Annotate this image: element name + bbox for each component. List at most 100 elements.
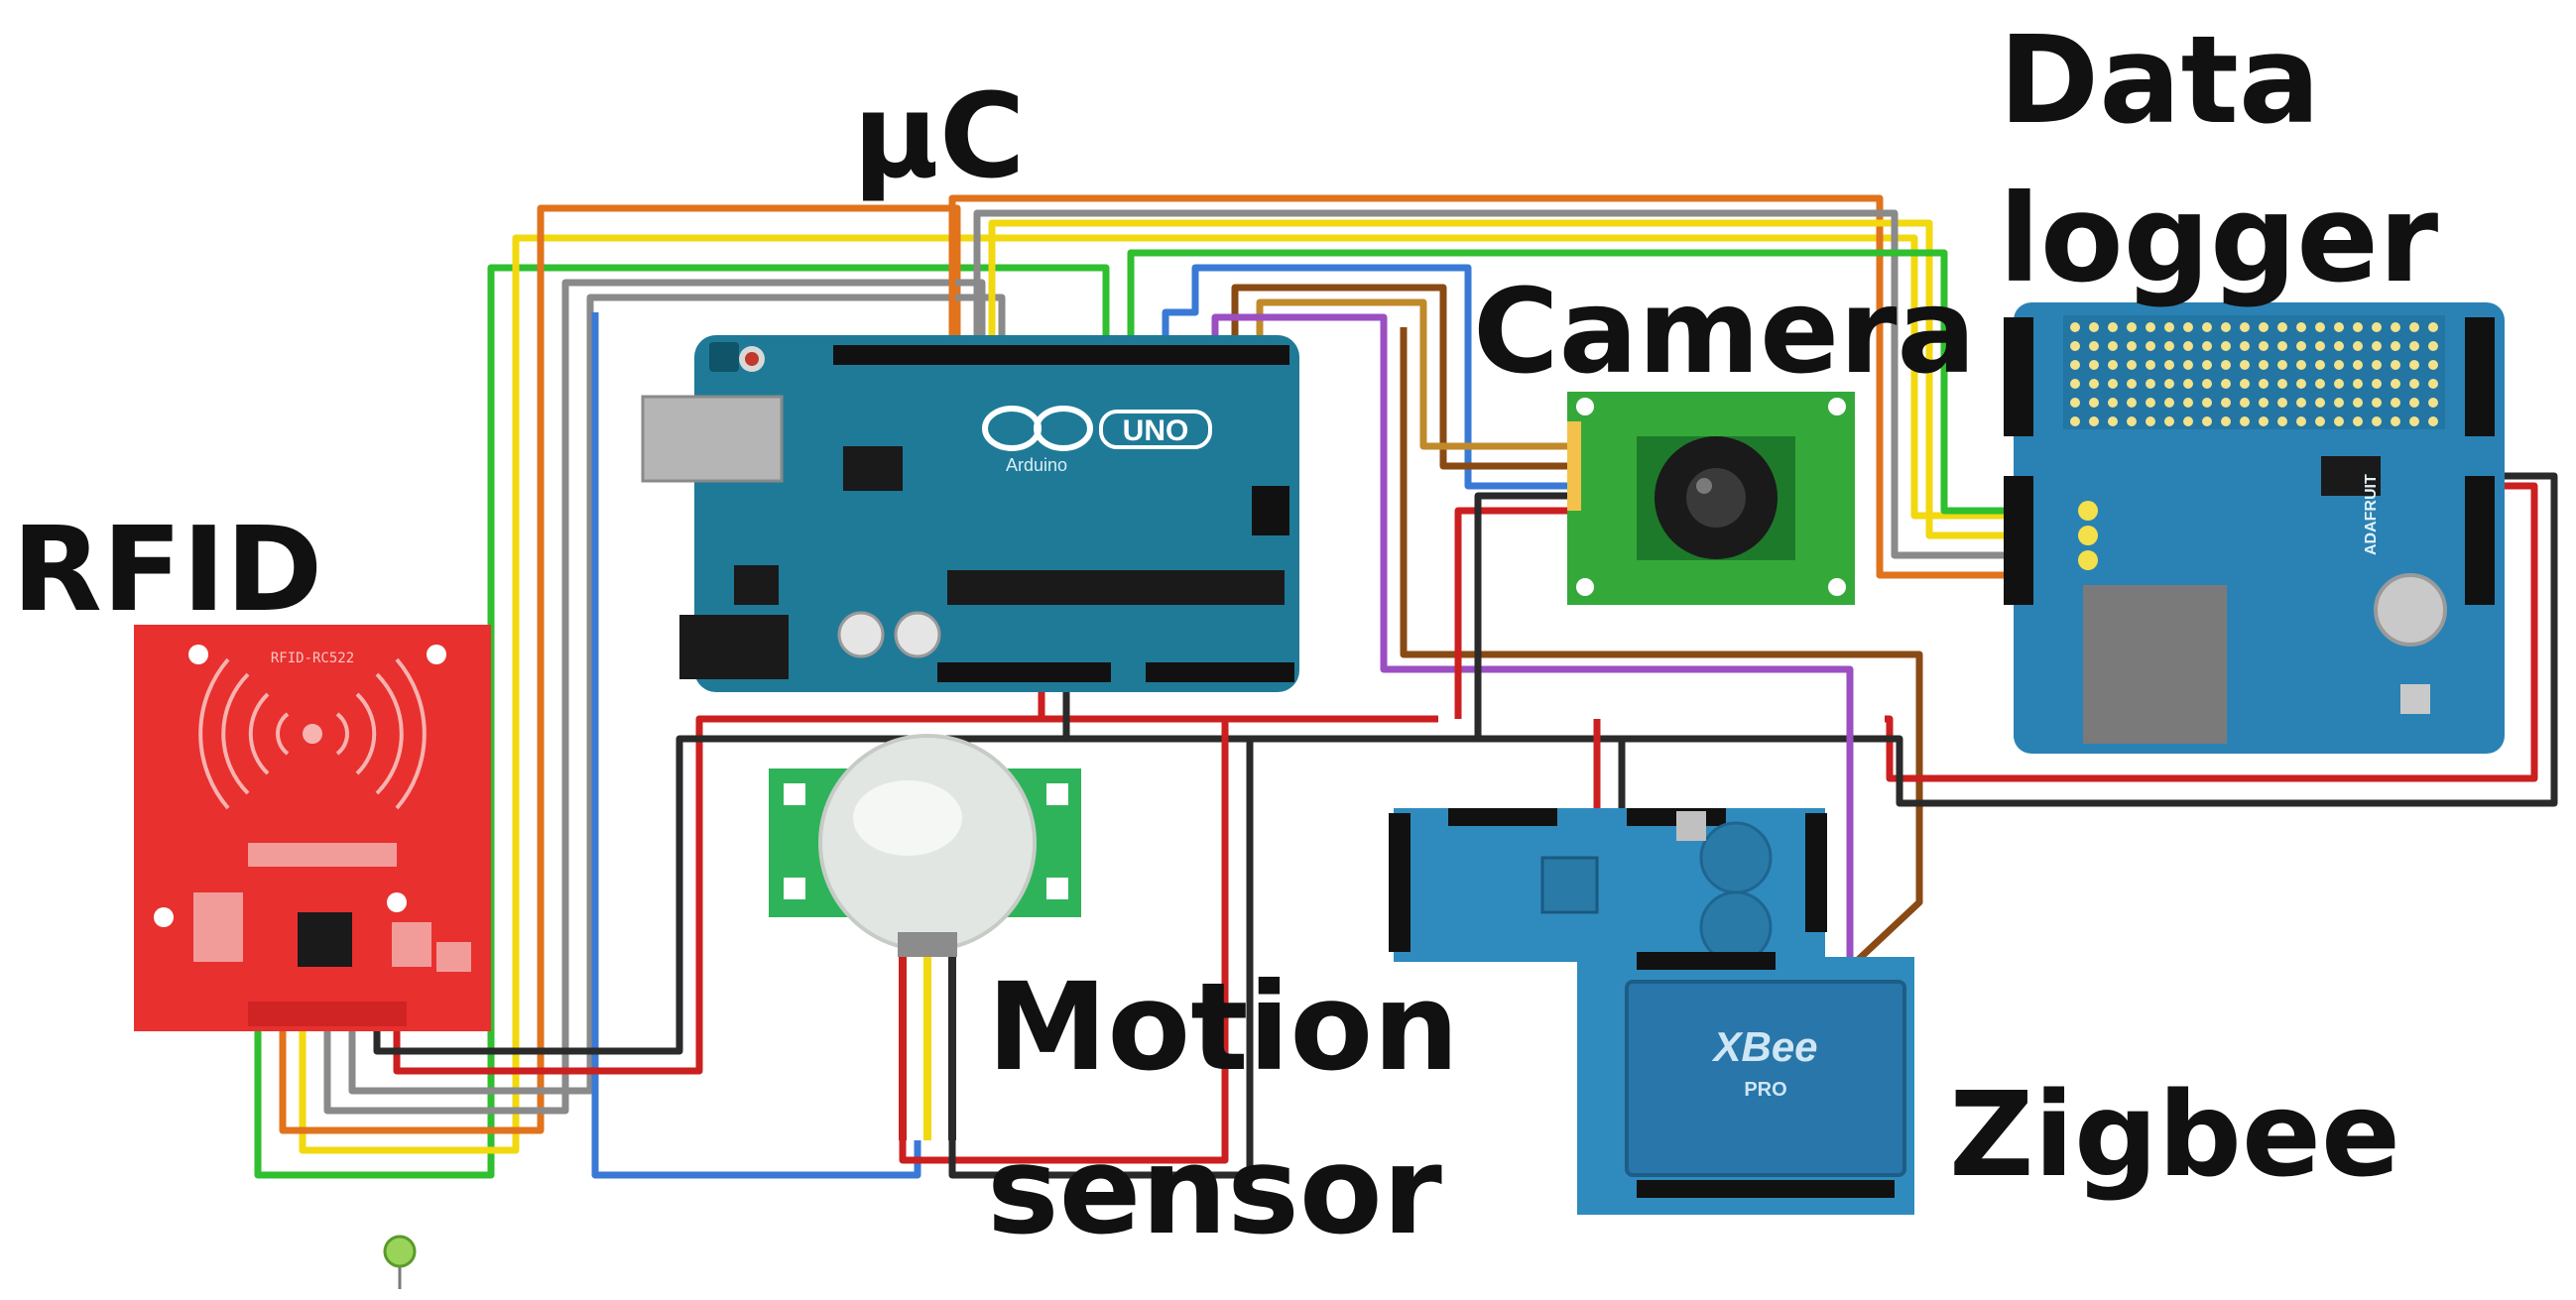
protoboard-hole	[2202, 398, 2212, 408]
protoboard-hole	[2089, 341, 2099, 351]
protoboard-hole	[2391, 398, 2400, 408]
protoboard-hole	[2127, 322, 2137, 332]
protoboard-hole	[2409, 322, 2419, 332]
arduino-uno-board: UNO Arduino	[641, 335, 1299, 692]
protoboard-hole	[2277, 341, 2287, 351]
rfid-rc522-board: RFID-RC522	[134, 625, 491, 1031]
microcontroller-chip-icon	[947, 570, 1285, 605]
protoboard-hole	[2409, 341, 2419, 351]
label-camera: Camera	[1473, 263, 1977, 400]
protoboard-hole	[2391, 341, 2400, 351]
protoboard-hole	[2164, 398, 2174, 408]
protoboard-hole	[2372, 416, 2382, 426]
protoboard-hole	[2070, 360, 2080, 370]
protoboard-hole	[2296, 398, 2306, 408]
protoboard-hole	[2277, 398, 2287, 408]
xbee-module-icon	[1625, 980, 1906, 1177]
protoboard-hole	[2164, 416, 2174, 426]
protoboard-hole	[2259, 416, 2269, 426]
protoboard-hole	[2146, 360, 2155, 370]
protoboard-hole	[2315, 360, 2325, 370]
sd-card-slot-icon	[2083, 585, 2227, 744]
power-jack-icon	[679, 615, 789, 679]
wire-green-arduino-logger	[1127, 249, 2024, 515]
protoboard-hole	[2070, 379, 2080, 389]
protoboard-hole	[2164, 360, 2174, 370]
protoboard-hole	[2372, 322, 2382, 332]
protoboard-hole	[2315, 398, 2325, 408]
usb-port-icon	[641, 395, 784, 483]
protoboard-hole	[2127, 398, 2137, 408]
protoboard-hole	[2221, 341, 2231, 351]
rfid-chip-icon	[298, 912, 352, 967]
protoboard-hole	[2183, 360, 2193, 370]
protoboard-hole	[2202, 322, 2212, 332]
protoboard-hole	[2164, 379, 2174, 389]
protoboard-hole	[2391, 360, 2400, 370]
protoboard-hole	[2221, 322, 2231, 332]
protoboard-hole	[2108, 379, 2118, 389]
protoboard-hole	[2164, 322, 2174, 332]
label-data-logger-line2: logger	[1999, 169, 2439, 309]
protoboard-hole	[2146, 379, 2155, 389]
protoboard-hole	[2089, 416, 2099, 426]
protoboard-hole	[2183, 416, 2193, 426]
protoboard-hole	[2240, 360, 2250, 370]
wire-yellow-rfid-logger	[299, 234, 2024, 1154]
protoboard-hole	[2334, 360, 2344, 370]
protoboard-hole	[2146, 416, 2155, 426]
protoboard-hole	[2259, 341, 2269, 351]
protoboard-hole	[2127, 341, 2137, 351]
protoboard-hole	[2428, 416, 2438, 426]
wire-gray-rfid-arduino	[323, 279, 986, 1115]
protoboard-hole	[2391, 379, 2400, 389]
protoboard-hole	[2334, 398, 2344, 408]
protoboard-hole	[2296, 322, 2306, 332]
protoboard-hole	[2240, 322, 2250, 332]
probe-marker-icon	[383, 1235, 417, 1289]
protoboard-hole	[2353, 416, 2363, 426]
protoboard-hole	[2277, 379, 2287, 389]
protoboard-hole	[2183, 379, 2193, 389]
wire-black-rfid-gnd	[373, 735, 1885, 1055]
protoboard-hole	[2353, 341, 2363, 351]
protoboard-hole	[2353, 360, 2363, 370]
wire-brown-camera-zigbee	[1400, 327, 1923, 980]
protoboard-hole	[2240, 341, 2250, 351]
protoboard-hole	[2108, 341, 2118, 351]
protoboard-hole	[2240, 416, 2250, 426]
label-zigbee: Zigbee	[1949, 1066, 2401, 1203]
rfid-antenna-icon	[198, 657, 427, 810]
protoboard-hole	[2240, 379, 2250, 389]
protoboard-hole	[2221, 360, 2231, 370]
protoboard-hole	[2296, 360, 2306, 370]
protoboard-hole	[2202, 416, 2212, 426]
wire-darkgray-rfid-arduino	[348, 294, 1006, 1095]
capacitor-icon	[837, 611, 885, 658]
label-rfid: RFID	[12, 501, 323, 638]
protoboard-hole	[2108, 398, 2118, 408]
wire-brown-arduino-camera	[1231, 284, 1572, 470]
protoboard-hole	[2183, 398, 2193, 408]
wire-purple-arduino-zigbee	[1211, 313, 1854, 977]
protoboard-hole	[2259, 379, 2269, 389]
arduino-model-text: UNO	[1123, 414, 1189, 447]
wire-bundle	[254, 194, 2558, 1179]
wire-red-bus-logger	[1885, 482, 2538, 782]
protoboard-hole	[2070, 341, 2080, 351]
protoboard-hole	[2315, 379, 2325, 389]
protoboard-hole	[2372, 398, 2382, 408]
wire-red-motion-power	[899, 719, 1229, 1164]
protoboard-hole	[2202, 360, 2212, 370]
protoboard-hole	[2409, 398, 2419, 408]
protoboard-hole	[2296, 379, 2306, 389]
protoboard-hole	[2127, 416, 2137, 426]
logger-brand-text: ADAFRUIT	[2363, 474, 2380, 555]
protoboard-hole	[2428, 341, 2438, 351]
protoboard-hole	[2334, 416, 2344, 426]
protoboard-hole	[2428, 379, 2438, 389]
protoboard-hole	[2221, 398, 2231, 408]
protoboard-hole	[2315, 322, 2325, 332]
protoboard-hole	[2372, 341, 2382, 351]
